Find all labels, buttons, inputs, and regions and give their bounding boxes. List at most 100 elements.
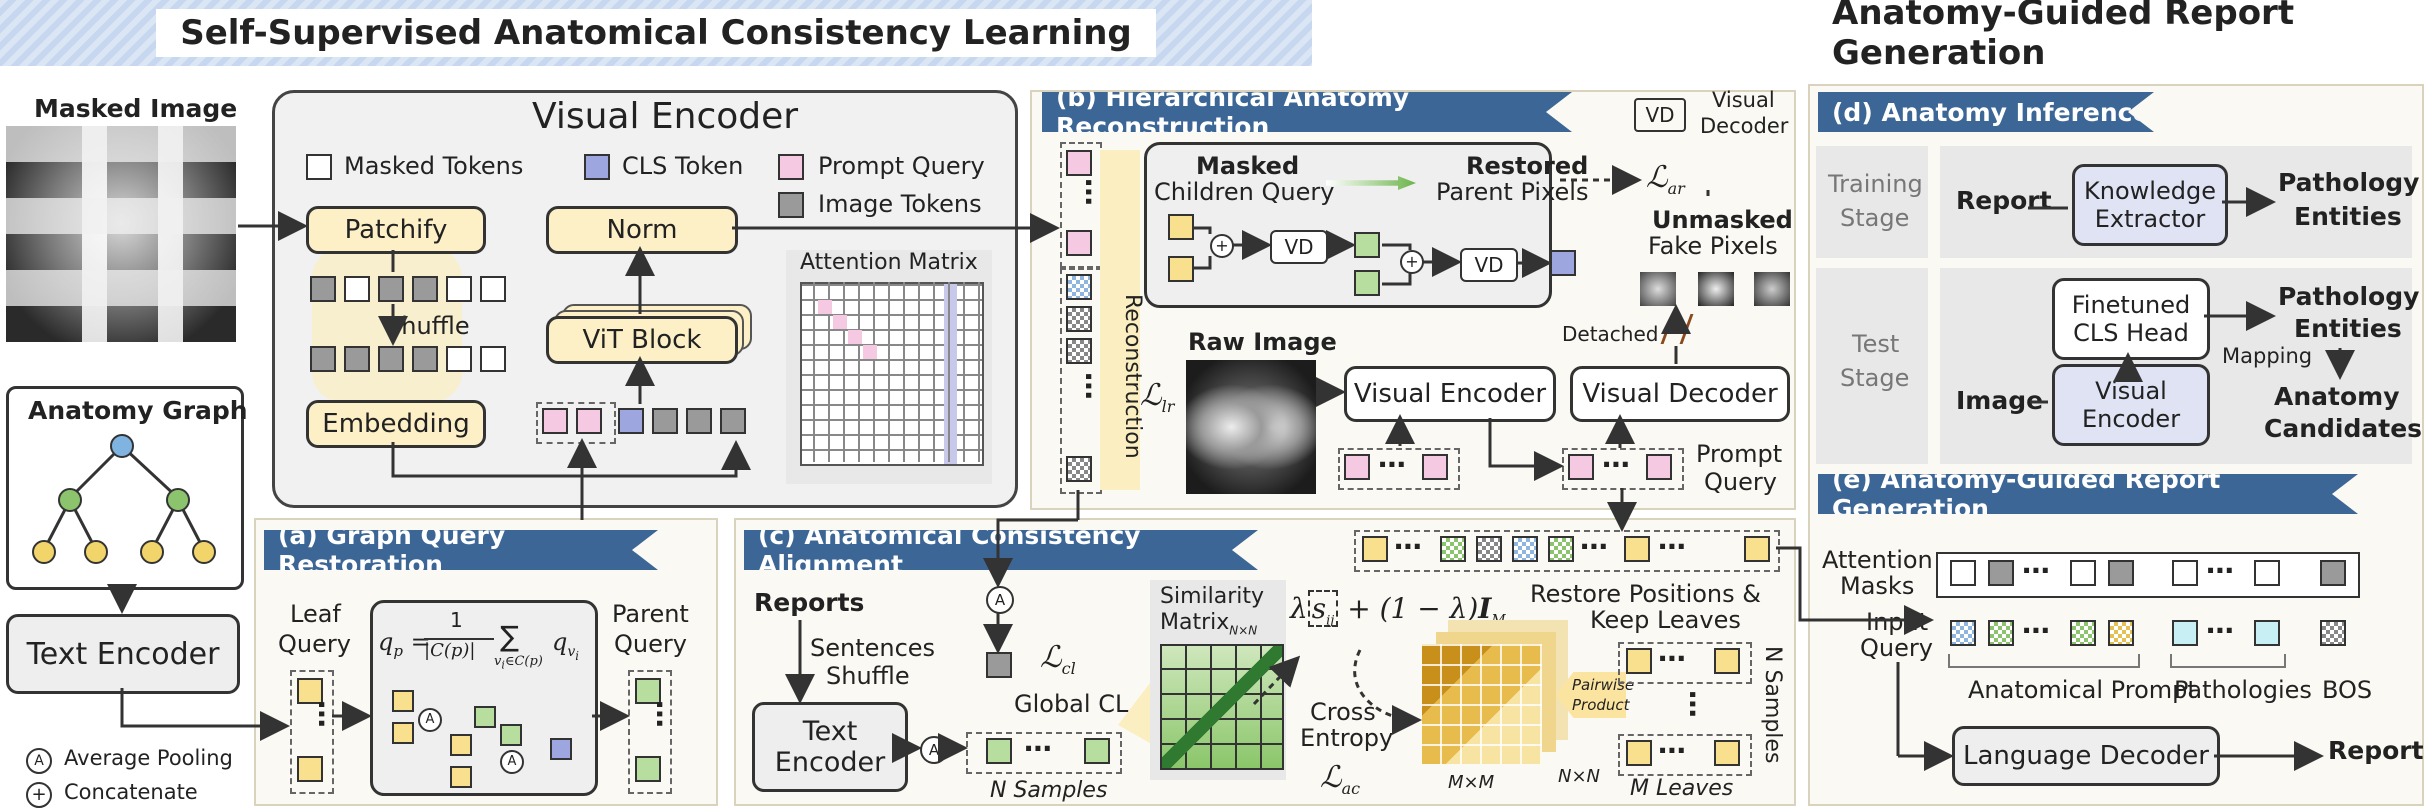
test-pathology-1: Pathology	[2278, 282, 2420, 311]
fake-pixel-1	[1640, 272, 1676, 306]
input-token	[2320, 620, 2346, 646]
leaf-dots: ⋯	[1658, 642, 1688, 675]
attention-matrix-label: Attention Matrix	[800, 250, 978, 275]
mask-token	[2172, 560, 2198, 586]
column-token	[1066, 338, 1092, 364]
restored-label-1: Restored	[1466, 152, 1589, 180]
formula-bar	[424, 638, 494, 640]
leaf-query-token	[297, 678, 323, 704]
input-token	[2108, 620, 2134, 646]
prompt-token	[576, 408, 602, 434]
sentences-label-1: Sentences	[810, 634, 936, 662]
image-token	[652, 408, 678, 434]
formula-sum-cond: vi∈C(p)	[494, 654, 543, 672]
test-image-label: Image	[1956, 386, 2044, 415]
mask-token	[2108, 560, 2134, 586]
legend-avg-pooling: Average Pooling	[64, 746, 233, 770]
token	[310, 276, 336, 302]
knowledge-1: Knowledge	[2084, 177, 2216, 205]
n-token	[1084, 738, 1110, 764]
reports-label: Reports	[754, 588, 865, 617]
token	[412, 346, 438, 372]
legend-masked-swatch	[306, 154, 332, 180]
restore-label-2: Keep Leaves	[1590, 606, 1741, 634]
anatomical-prompt-label: Anatomical Prompt	[1968, 676, 2197, 704]
token	[378, 276, 404, 302]
training-stage-cell	[1816, 146, 1928, 258]
training-label-2: Stage	[1840, 204, 1910, 232]
leaf-query-label-1: Leaf	[290, 600, 341, 628]
hier-token	[1168, 214, 1194, 240]
bracket-anatomical	[1948, 654, 2140, 668]
banner-left: Self-Supervised Anatomical Consistency L…	[0, 0, 1312, 66]
prompt-query-label-2: Query	[1704, 468, 1777, 496]
restore-dots: ⋯	[1658, 530, 1688, 563]
pathologies-label: Pathologies	[2174, 676, 2312, 704]
prompt-dots: ⋯	[1378, 448, 1408, 481]
avg-node-2: A	[500, 750, 524, 774]
restore-row-group	[1354, 530, 1780, 572]
similarity-label-1: Similarity	[1160, 584, 1265, 609]
legend-concatenate: Concatenate	[64, 780, 198, 804]
input-token	[2254, 620, 2280, 646]
attention-prompt-diag	[848, 330, 862, 344]
bracket-pathologies	[2170, 654, 2286, 668]
image-token	[686, 408, 712, 434]
vd-legend-label-2: Decoder	[1700, 114, 1789, 138]
unmasked-label-1: Unmasked	[1652, 206, 1793, 234]
prompt-query-label-1: Prompt	[1696, 440, 1783, 468]
visual-encoder-d-2: Encoder	[2081, 405, 2181, 433]
loss-cl: ℒcl	[1040, 640, 1076, 678]
final-report-label: Report	[2328, 736, 2424, 765]
prompt-token	[1646, 454, 1672, 480]
prompt-token	[1344, 454, 1370, 480]
leaf-dots: ⋯	[1658, 734, 1688, 767]
similarity-label-2: MatrixN×N	[1160, 610, 1258, 638]
n-samples-right-label: N Samples	[1760, 646, 1785, 764]
restoration-mid	[474, 706, 496, 728]
mxm-label: M×M	[1448, 772, 1495, 793]
reconstruction-highlight	[1100, 150, 1140, 490]
legend-masked: Masked Tokens	[344, 152, 524, 180]
input-dots: ⋯	[2022, 614, 2052, 647]
input-token	[1950, 620, 1976, 646]
column-token	[1066, 274, 1092, 300]
masked-image-label: Masked Image	[34, 94, 238, 123]
knowledge-extractor-box: Knowledge Extractor	[2072, 164, 2228, 246]
avg-pooling-icon: A	[26, 748, 52, 774]
cross-entropy-label-2: Entropy	[1300, 724, 1394, 752]
pairwise-label-2: Product	[1572, 696, 1630, 714]
sentences-label-2: Shuffle	[826, 662, 910, 690]
token	[446, 276, 472, 302]
avg-node-1: A	[418, 708, 442, 732]
finetuned-1: Finetuned	[2071, 291, 2191, 319]
restoration-root	[550, 738, 572, 760]
mask-token	[1988, 560, 2014, 586]
token	[344, 276, 370, 302]
input-query-label-2: Query	[1860, 634, 1933, 662]
legend-cls-swatch	[584, 154, 610, 180]
restored-label-2: Parent Pixels	[1436, 178, 1589, 206]
fake-pixel-3	[1754, 272, 1790, 306]
anatomy-candidates-2: Candidates	[2264, 414, 2423, 443]
n-dots: ⋯	[1024, 732, 1054, 765]
attention-prompt-diag	[818, 300, 832, 314]
test-pathology-2: Entities	[2294, 314, 2402, 343]
unmasked-label-2: Fake Pixels	[1648, 232, 1778, 260]
column-token	[1066, 230, 1092, 256]
n-samples-label: N Samples	[990, 778, 1108, 803]
train-pathology-2: Entities	[2294, 202, 2402, 231]
restore-dots: ⋯	[1580, 530, 1610, 563]
leaf-query-group	[290, 670, 334, 794]
column-token	[1066, 150, 1092, 176]
banner-left-title: Self-Supervised Anatomical Consistency L…	[156, 9, 1156, 57]
concat-node: +	[1400, 250, 1424, 274]
text-encoder-c-1: Text	[802, 716, 858, 747]
legend-cls: CLS Token	[622, 152, 744, 180]
hier-token	[1354, 270, 1380, 296]
raw-xray-image	[1186, 360, 1316, 494]
vd-box-2: VD	[1460, 248, 1518, 282]
embedding-box: Embedding	[306, 400, 486, 448]
